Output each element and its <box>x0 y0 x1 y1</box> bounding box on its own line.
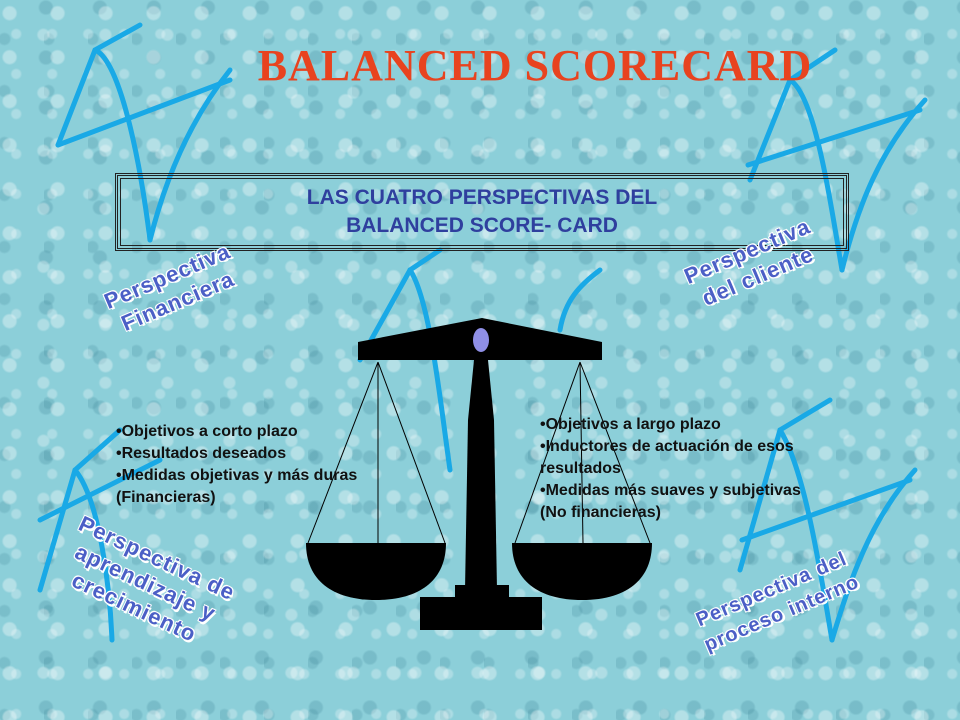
list-item: •Objetivos a largo plazo <box>540 416 721 433</box>
deco-line <box>829 467 918 643</box>
list-item: •Inductores de actuación de esos resulta… <box>540 438 794 477</box>
deco-line <box>787 77 845 273</box>
scale-pan-left <box>306 543 446 600</box>
slide-title: BALANCED SCORECARD <box>257 41 813 90</box>
list-item: •Medidas objetivas y más duras (Financie… <box>116 467 358 506</box>
deco-line <box>37 457 163 523</box>
deco-line <box>739 477 913 543</box>
deco-line <box>407 267 453 473</box>
right-objectives-list: •Objetivos a largo plazo •Inductores de … <box>540 414 830 524</box>
header-box: LAS CUATRO PERSPECTIVAS DEL BALANCED SCO… <box>115 173 849 251</box>
header-line-1: LAS CUATRO PERSPECTIVAS DEL <box>306 186 658 209</box>
list-item: •Medidas más suaves y subjetivas (No fin… <box>540 482 801 521</box>
header-line-2: BALANCED SCORE- CARD <box>346 214 618 237</box>
scale-base-upper <box>455 585 509 597</box>
scale-base <box>420 597 542 630</box>
deco-line <box>777 427 835 643</box>
left-objectives-list: •Objetivos a corto plazo •Resultados des… <box>116 421 381 509</box>
deco-line <box>839 97 928 273</box>
deco-line <box>55 77 233 148</box>
scale-knob <box>473 328 489 352</box>
list-item: •Objetivos a corto plazo <box>116 423 298 440</box>
scale-post <box>465 360 497 590</box>
deco-line <box>147 67 233 243</box>
scale-pan-right <box>512 543 652 600</box>
list-item: •Resultados deseados <box>116 445 287 462</box>
balance-scale-icon <box>306 318 652 630</box>
deco-line <box>557 267 603 333</box>
deco-line <box>745 107 923 168</box>
deco-line <box>72 467 115 643</box>
